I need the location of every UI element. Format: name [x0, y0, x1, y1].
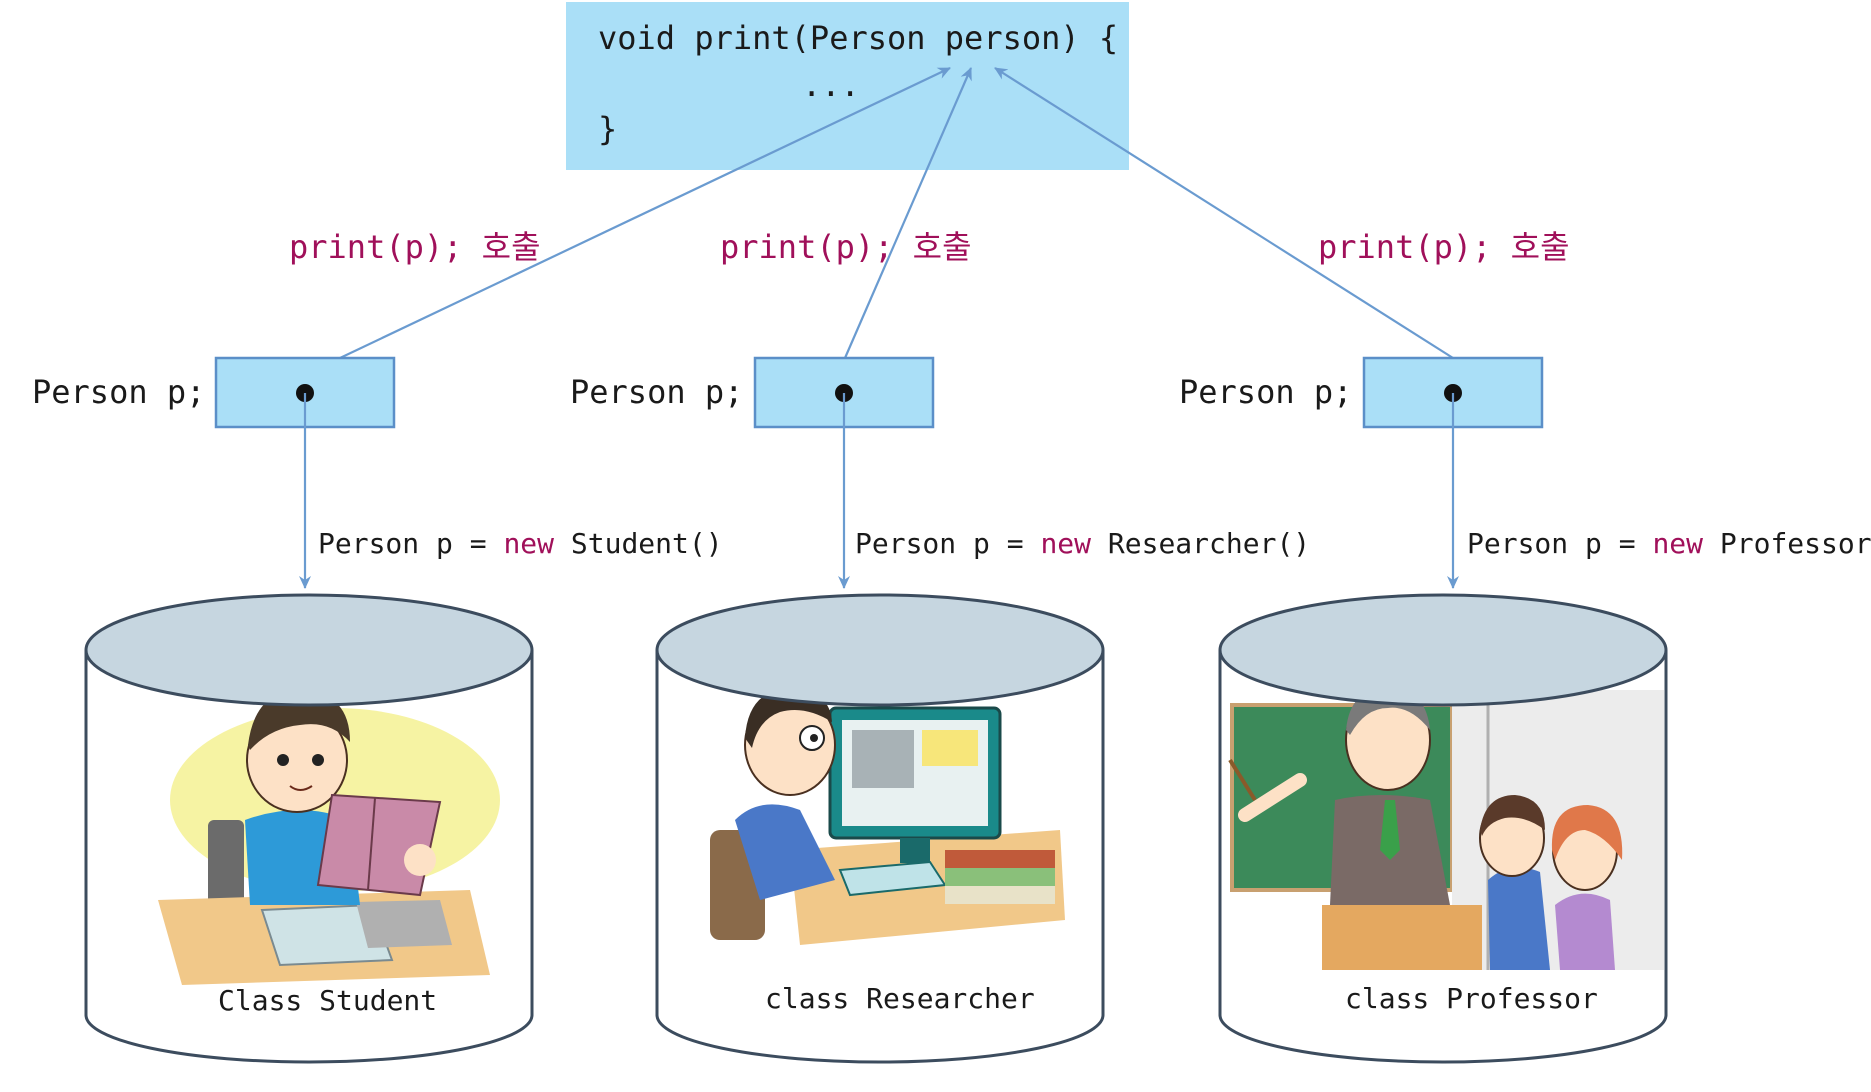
call-label-professor: print(p); 호출: [1318, 228, 1570, 266]
cylinder-top: [1218, 593, 1668, 707]
researcher-illustration: [710, 688, 1065, 945]
reference-professor: Person p;: [1179, 356, 1544, 429]
class-cylinder-professor: class Professor: [1218, 593, 1668, 1064]
reference-student: Person p;: [32, 356, 396, 429]
call-arrow-professor: [994, 67, 1454, 359]
assignment-researcher: Person p = new Researcher(): [855, 527, 1310, 560]
call-arrow-researcher: [843, 67, 973, 359]
student-illustration: [158, 690, 500, 985]
reference-label: Person p;: [32, 373, 205, 411]
assignment-student: Person p = new Student(): [318, 527, 723, 560]
assignment-labels: Person p = new Student() Person p = new …: [318, 527, 1871, 560]
cylinder-top: [84, 593, 534, 707]
call-arrows: [339, 67, 1454, 359]
assignment-professor: Person p = new Professor(): [1467, 527, 1871, 560]
class-label-researcher: class Researcher: [765, 982, 1035, 1015]
method-closing-brace: }: [598, 110, 617, 148]
method-signature: void print(Person person) {: [598, 19, 1118, 57]
cylinder-top: [655, 593, 1105, 707]
call-arrow-student: [339, 67, 951, 359]
class-cylinder-student: Class Student: [84, 593, 534, 1064]
class-label-student: Class Student: [218, 984, 437, 1017]
instantiation-arrows: [299, 393, 1459, 589]
professor-illustration: [1228, 686, 1664, 970]
class-label-professor: class Professor: [1345, 982, 1598, 1015]
call-label-researcher: print(p); 호출: [720, 228, 972, 266]
method-body-ellipsis: ...: [802, 66, 860, 104]
reference-label: Person p;: [570, 373, 743, 411]
method-box-background: [566, 2, 1129, 170]
reference-label: Person p;: [1179, 373, 1352, 411]
class-cylinder-researcher: class Researcher: [655, 593, 1105, 1064]
call-labels: print(p); 호출 print(p); 호출 print(p); 호출: [289, 228, 1570, 266]
method-code-box: void print(Person person) { ... }: [566, 2, 1129, 170]
reference-researcher: Person p;: [570, 356, 935, 429]
call-label-student: print(p); 호출: [289, 228, 541, 266]
